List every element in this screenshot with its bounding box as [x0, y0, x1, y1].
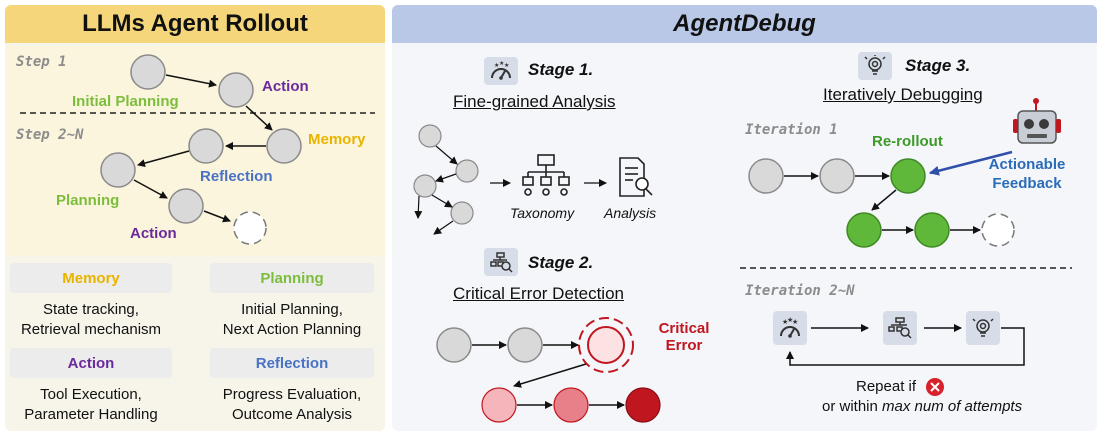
- label-initial-planning: Initial Planning: [72, 93, 179, 110]
- x-circle-icon: [926, 378, 944, 396]
- critical-node-ring: [578, 317, 634, 373]
- rollout-node: [218, 72, 254, 108]
- iteration-node-pending: [981, 213, 1015, 247]
- loop-bulb-gear-icon: [966, 311, 1000, 345]
- iteration-1-label: Iteration 1: [745, 122, 838, 138]
- analysis-icon: [619, 157, 653, 197]
- label-reflection: Reflection: [200, 168, 273, 185]
- module-action-title: Action: [10, 348, 172, 378]
- rollout-node: [168, 188, 204, 224]
- tree-node: [413, 174, 437, 198]
- step-2-label: Step 2~N: [16, 127, 84, 143]
- analysis-label: Analysis: [604, 205, 657, 221]
- module-reflection-desc: Progress Evaluation, Outcome Analysis: [205, 385, 379, 425]
- rollout-node: [188, 128, 224, 164]
- critical-label-line2: Error: [665, 337, 703, 354]
- iteration-node-green: [846, 212, 882, 248]
- rollout-node: [266, 128, 302, 164]
- within-attempts-text: or within max num of attempts: [822, 398, 1022, 415]
- module-planning-desc-line1: Initial Planning,: [241, 301, 343, 318]
- robot-icon: [1013, 98, 1061, 144]
- module-reflection-desc-line1: Progress Evaluation,: [222, 386, 362, 403]
- stage-2-title: Stage 2.: [528, 253, 594, 272]
- critical-node: [587, 326, 625, 364]
- taxonomy-search-icon: [484, 248, 518, 276]
- label-action-2: Action: [130, 225, 177, 242]
- gauge-stars-icon: ★ ★ ★: [484, 57, 518, 85]
- critical-label-line1: Critical: [658, 320, 710, 337]
- tree-node: [450, 201, 474, 225]
- step-1-label: Step 1: [16, 54, 67, 70]
- error-chain-node: [436, 327, 472, 363]
- stage-1-subtitle: Fine-grained Analysis: [453, 92, 616, 111]
- iteration-node: [748, 158, 784, 194]
- stage-2-subtitle: Critical Error Detection: [453, 284, 624, 303]
- feedback-line2: Feedback: [992, 175, 1062, 192]
- iteration-node: [819, 158, 855, 194]
- within-prefix: or within: [822, 398, 878, 415]
- rerollout-label: Re-rollout: [872, 133, 943, 150]
- iteration-node-green: [914, 212, 950, 248]
- stage-1-title: Stage 1.: [528, 60, 594, 79]
- iteration-2-label: Iteration 2~N: [745, 283, 855, 299]
- rollout-node-pending: [233, 211, 267, 245]
- module-reflection-title: Reflection: [210, 348, 374, 378]
- svg-text:★: ★: [504, 62, 509, 69]
- svg-text:★: ★: [499, 61, 504, 67]
- left-panel-title: LLMs Agent Rollout: [5, 5, 385, 43]
- module-action-desc: Tool Execution, Parameter Handling: [10, 385, 172, 425]
- loop-taxonomy-search-icon: [883, 311, 917, 345]
- stage-3-title: Stage 3.: [905, 56, 971, 75]
- feedback-line1: Actionable: [988, 156, 1066, 173]
- module-memory-desc: State tracking, Retrieval mechanism: [10, 300, 172, 340]
- taxonomy-icon: [522, 154, 570, 196]
- module-action-desc-line2: Parameter Handling: [24, 406, 158, 423]
- module-memory-title: Memory: [10, 263, 172, 293]
- rollout-node: [100, 152, 136, 188]
- svg-text:★: ★: [787, 316, 793, 324]
- module-reflection-desc-line2: Outcome Analysis: [231, 406, 353, 423]
- right-panel-title: AgentDebug: [392, 5, 1097, 43]
- loop-gauge-icon: ★ ★ ★: [773, 311, 807, 345]
- error-chain-node: [625, 387, 661, 423]
- module-planning-desc-line2: Next Action Planning: [222, 321, 362, 338]
- module-planning-title: Planning: [210, 263, 374, 293]
- label-planning: Planning: [56, 192, 120, 209]
- bulb-gear-icon: [858, 52, 892, 80]
- actionable-feedback-label: Actionable Feedback: [982, 155, 1072, 193]
- tree-node: [418, 124, 442, 148]
- iteration-node-green: [890, 158, 926, 194]
- tree-node: [455, 159, 479, 183]
- repeat-if-text: Repeat if: [856, 378, 917, 395]
- module-action-desc-line1: Tool Execution,: [40, 386, 142, 403]
- rollout-node: [130, 54, 166, 90]
- module-memory-desc-line2: Retrieval mechanism: [20, 321, 162, 338]
- taxonomy-label: Taxonomy: [510, 205, 575, 221]
- error-chain-node: [553, 387, 589, 423]
- label-action: Action: [262, 78, 309, 95]
- max-attempts-text: max num of attempts: [882, 398, 1023, 415]
- error-chain-node: [507, 327, 543, 363]
- stage-3-subtitle: Iteratively Debugging: [823, 85, 983, 104]
- module-memory-desc-line1: State tracking,: [43, 301, 139, 318]
- svg-text:★: ★: [494, 62, 499, 69]
- label-memory: Memory: [308, 131, 366, 148]
- critical-error-label: Critical Error: [658, 320, 710, 354]
- error-chain-node: [481, 387, 517, 423]
- module-planning-desc: Initial Planning, Next Action Planning: [205, 300, 379, 340]
- svg-text:★: ★: [782, 318, 788, 326]
- svg-text:★: ★: [792, 318, 798, 326]
